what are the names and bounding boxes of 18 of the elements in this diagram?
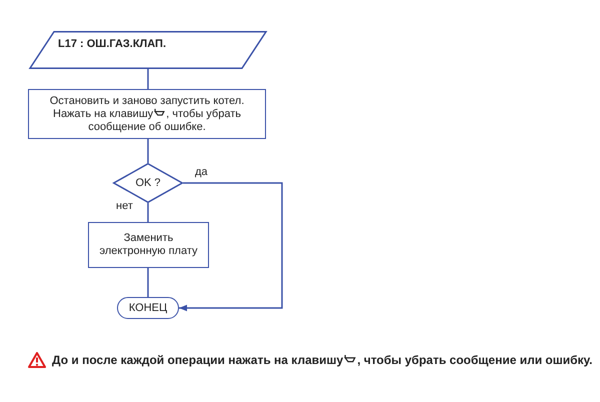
io-parallelogram	[30, 31, 266, 69]
heading-text: L17 : ОШ.ГАЗ.КЛАП.	[58, 38, 166, 51]
process-box	[88, 222, 209, 268]
decision-diamond	[113, 163, 183, 203]
arrow	[179, 182, 283, 312]
node-text: КОНЕЦ	[128, 302, 168, 314]
warning-note: До и после каждой операции нажать на клавишу , чтобы убрать сообщение или ошибку.	[52, 353, 593, 367]
process-box	[28, 89, 266, 139]
connector-line	[147, 69, 149, 89]
connector-line	[147, 268, 149, 297]
edge-label: да	[193, 166, 210, 178]
terminal-box	[117, 297, 179, 319]
node-text: Заменить электронную плату	[98, 232, 198, 258]
connector-line	[147, 203, 149, 222]
instruction-text: Остановить и заново запустить котел. Нажать на клавишу , чтобы убрать сообщение об ошибке.	[48, 94, 246, 134]
node-text: OK ?	[135, 176, 161, 190]
connector-line	[147, 139, 149, 163]
edge-label: нет	[114, 200, 135, 212]
